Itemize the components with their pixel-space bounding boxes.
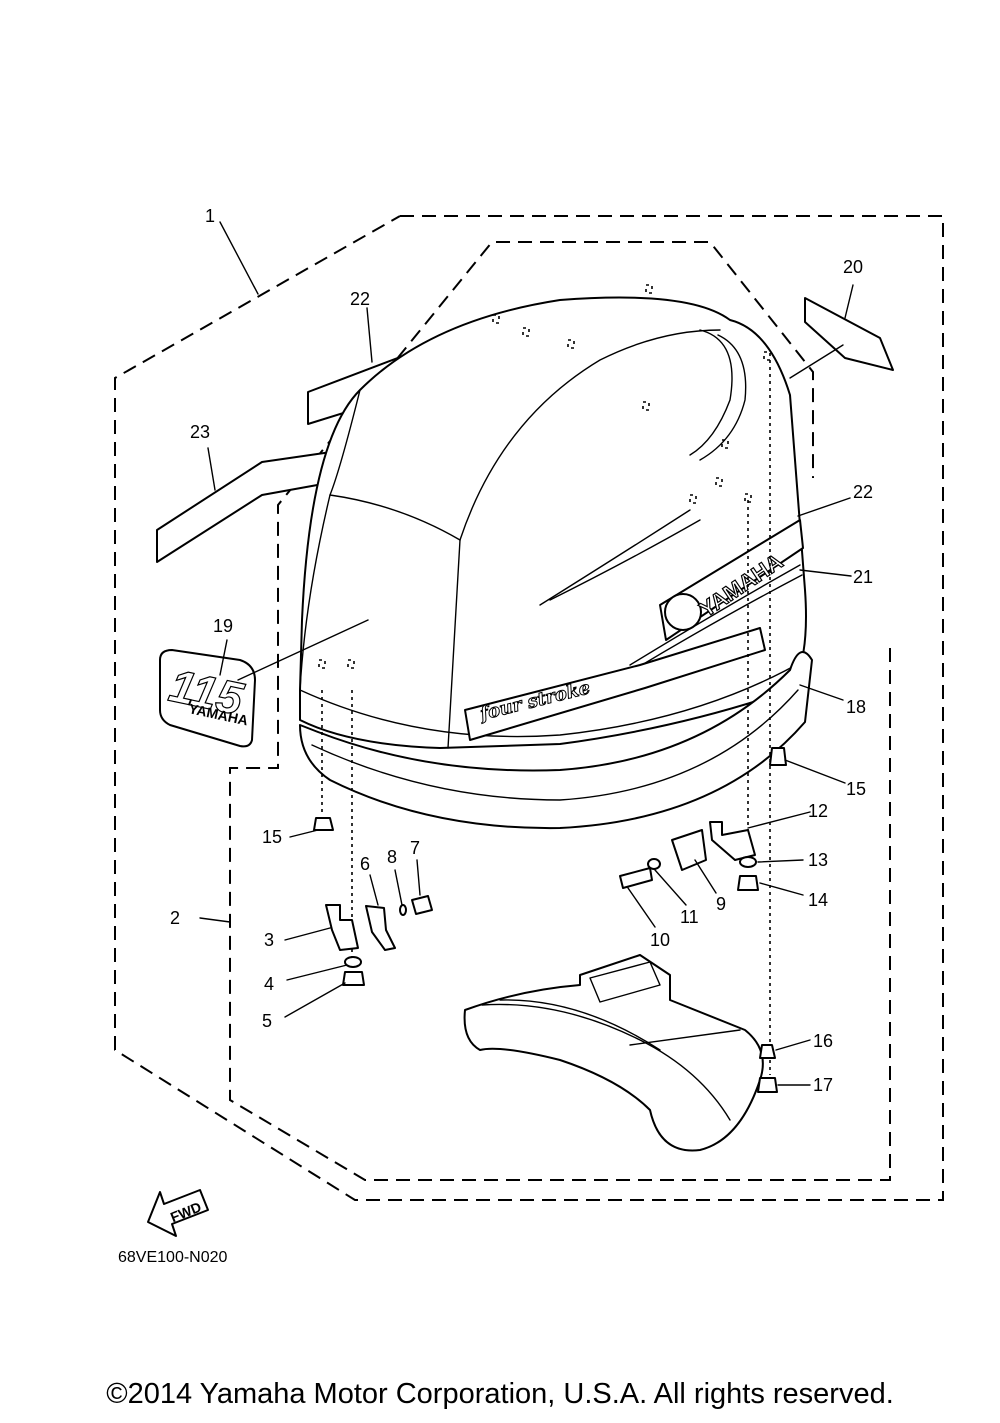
callout-6: 6 xyxy=(360,854,370,874)
bottom-cowling xyxy=(463,954,778,1152)
callout-13: 13 xyxy=(808,850,828,870)
callout-3: 3 xyxy=(264,930,274,950)
assembly-outline-2 xyxy=(229,241,891,1181)
callout-21: 21 xyxy=(853,567,873,587)
assembly-outline-1 xyxy=(114,215,944,1201)
callout-numbers: 1 2 3 4 5 6 7 8 9 10 11 12 13 14 15 15 1… xyxy=(170,206,873,1095)
reference-code: 68VE100-N020 xyxy=(118,1249,228,1266)
callout-16: 16 xyxy=(813,1031,833,1051)
decal-20 xyxy=(804,297,894,371)
callout-1: 1 xyxy=(205,206,215,226)
callout-22-right: 22 xyxy=(853,482,873,502)
leader-lines xyxy=(199,221,854,1086)
callout-4: 4 xyxy=(264,974,274,994)
callout-14: 14 xyxy=(808,890,828,910)
callout-2: 2 xyxy=(170,908,180,928)
callout-15-left: 15 xyxy=(262,827,282,847)
callout-15-right: 15 xyxy=(846,779,866,799)
callout-20: 20 xyxy=(843,257,863,277)
callout-7: 7 xyxy=(410,838,420,858)
callout-17: 17 xyxy=(813,1075,833,1095)
left-hardware xyxy=(313,690,433,986)
fwd-arrow-icon: FWD xyxy=(147,1189,209,1237)
callout-19: 19 xyxy=(213,616,233,636)
callout-9: 9 xyxy=(716,894,726,914)
cowling-seal-18 xyxy=(299,651,813,830)
copyright-notice: ©2014 Yamaha Motor Corporation, U.S.A. A… xyxy=(106,1378,894,1410)
callout-10: 10 xyxy=(650,930,670,950)
callout-23: 23 xyxy=(190,422,210,442)
callout-5: 5 xyxy=(262,1011,272,1031)
top-cowling: YAMAHA four stroke xyxy=(299,284,807,749)
callout-12: 12 xyxy=(808,801,828,821)
callout-8: 8 xyxy=(387,847,397,867)
callout-18: 18 xyxy=(846,697,866,717)
callout-11: 11 xyxy=(680,907,699,927)
decal-19: 115 YAMAHA xyxy=(159,649,256,748)
callout-22-left: 22 xyxy=(350,289,370,309)
right-hardware xyxy=(619,360,787,1075)
